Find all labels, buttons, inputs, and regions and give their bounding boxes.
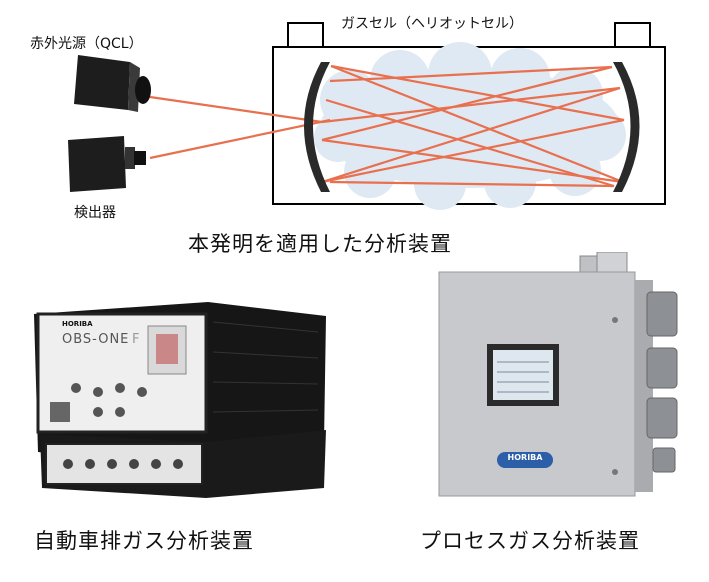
left-device-model: OBS-ONE xyxy=(62,332,130,347)
qcl-label: 赤外光源（QCL） xyxy=(30,36,143,52)
right-product-caption: プロセスガス分析装置 xyxy=(420,529,640,553)
gas-cell-label: ガスセル（ヘリオットセル） xyxy=(341,16,523,32)
left-device-model-suffix: F xyxy=(132,332,140,347)
left-product-caption: 自動車排ガス分析装置 xyxy=(34,529,254,553)
laser-beams xyxy=(149,64,625,188)
left-mirror xyxy=(304,62,330,192)
detector xyxy=(68,136,146,192)
right-mirror xyxy=(613,62,640,192)
diagram-caption: 本発明を適用した分析装置 xyxy=(188,232,452,256)
vehicle-exhaust-analyzer-photo: HORIBA OBS-ONE F xyxy=(28,292,328,500)
process-gas-analyzer-photo: HORIBA xyxy=(425,252,690,502)
left-device-brand: HORIBA xyxy=(62,320,93,328)
detector-label: 検出器 xyxy=(74,205,116,221)
gas-cloud xyxy=(314,42,626,210)
qcl-source xyxy=(74,55,151,112)
right-device-brand: HORIBA xyxy=(507,453,543,462)
